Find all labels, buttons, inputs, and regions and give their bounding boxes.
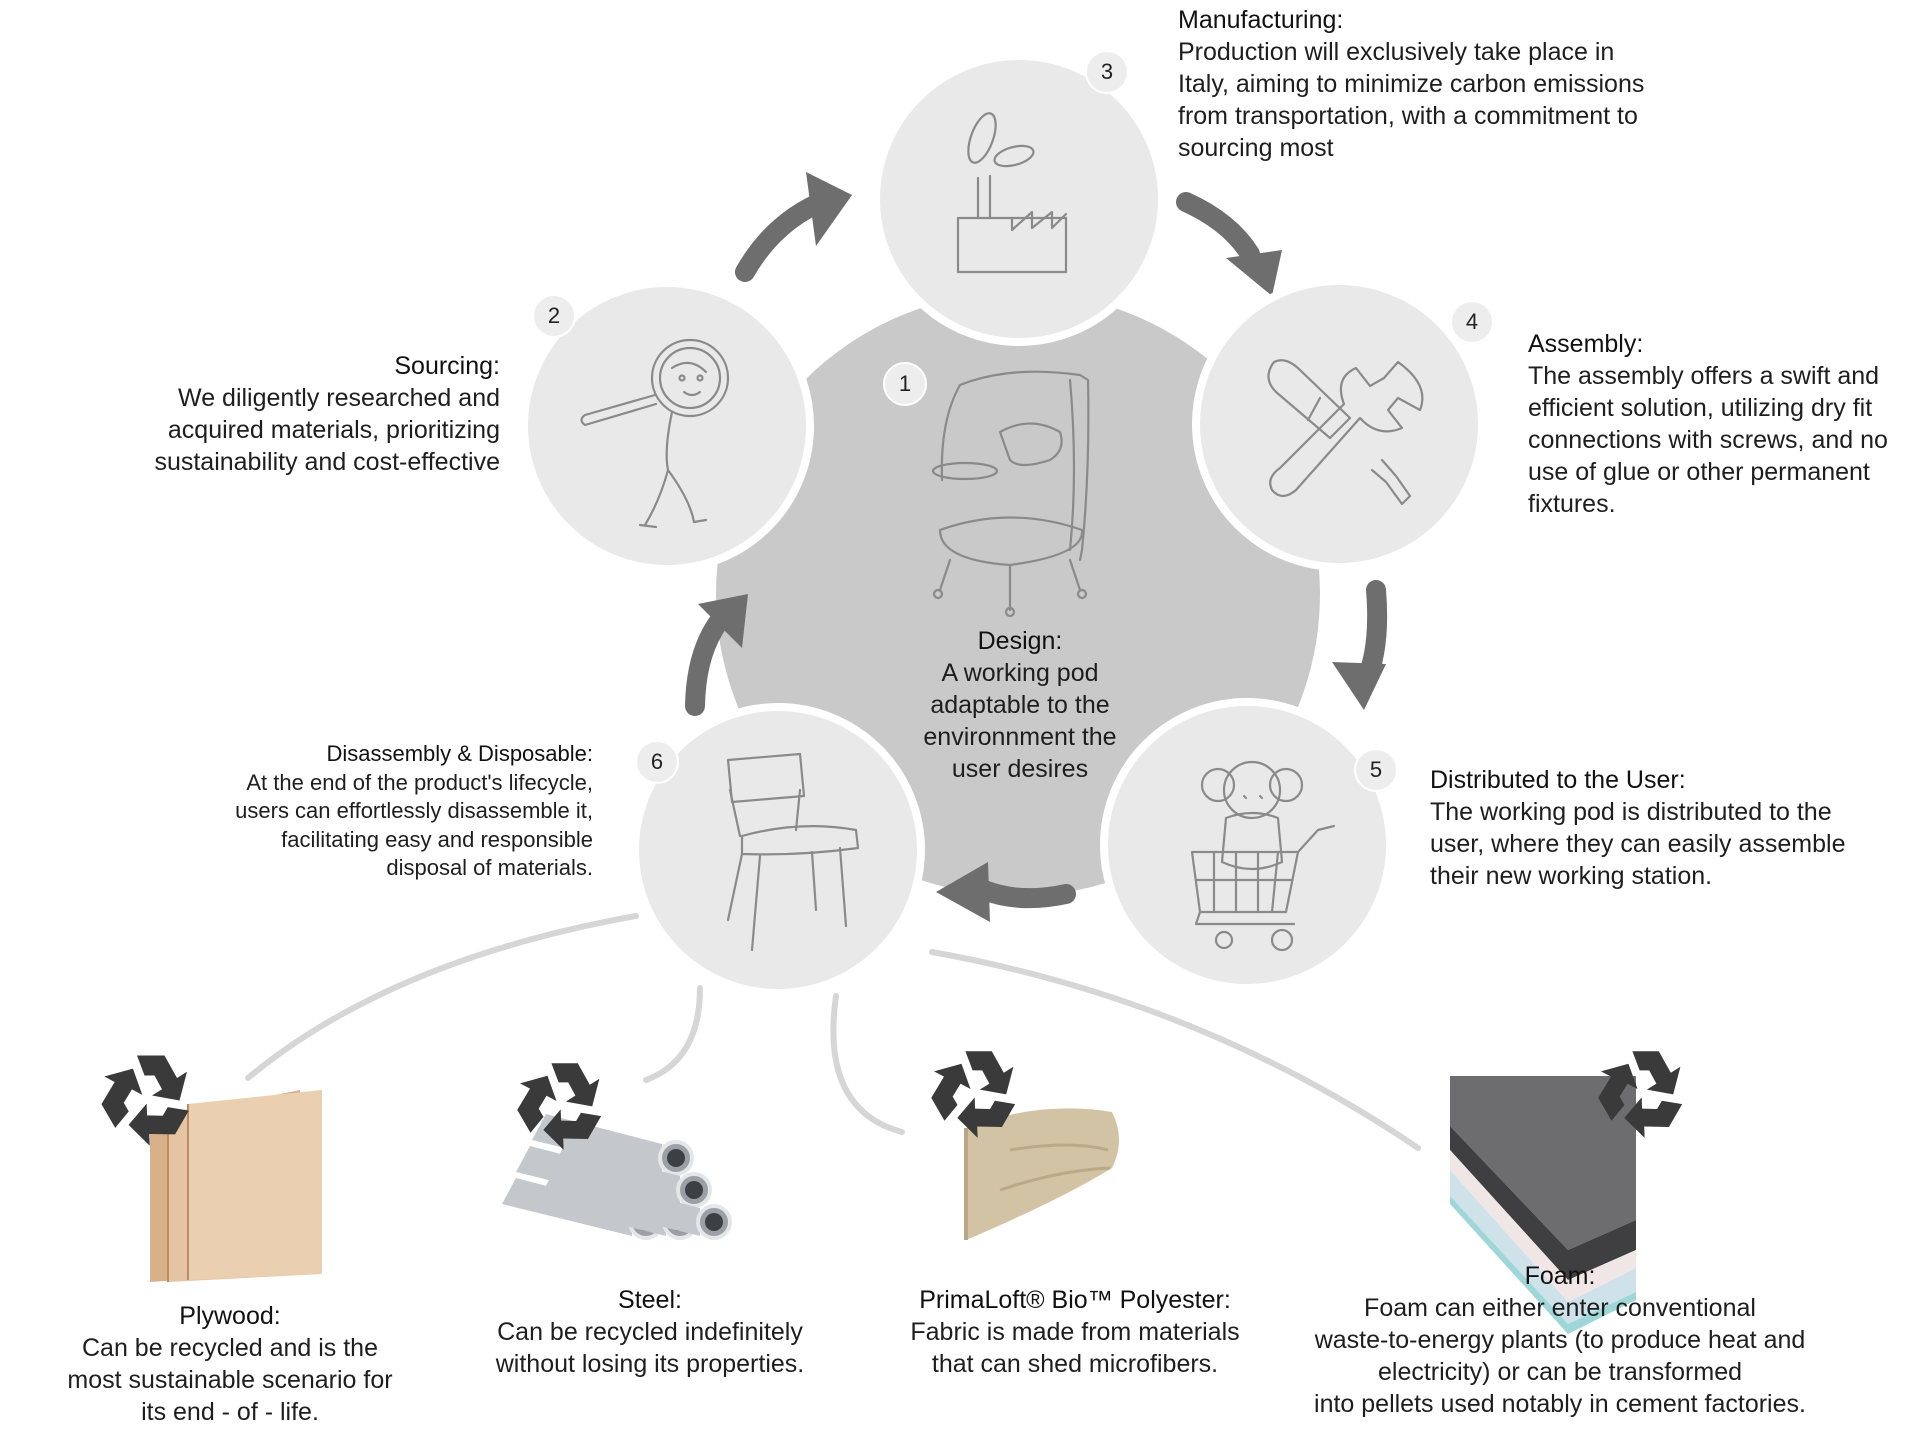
arrow-5-to-6 (936, 862, 1076, 922)
node-manufacturing (872, 52, 1166, 346)
steel-pipes-icon (502, 1114, 732, 1240)
material-connectors (245, 913, 1421, 1151)
steel-text: Steel: Can be recycled indefinitely with… (460, 1284, 840, 1380)
steel-pipe-hole (685, 1181, 703, 1199)
connector-foam (929, 949, 1421, 1151)
step-number-sourcing: 2 (532, 294, 576, 338)
sourcing-title: Sourcing: (394, 352, 500, 380)
steel-title: Steel: (618, 1286, 682, 1314)
arrow-2-to-3 (735, 172, 852, 282)
manufacturing-body: Production will exclusively take place i… (1178, 38, 1645, 162)
step-number-manufacturing: 3 (1085, 50, 1129, 94)
distribution-text: Distributed to the User: The working pod… (1430, 764, 1890, 892)
cycle-arrows (685, 172, 1388, 922)
distribution-body: The working pod is distributed to the us… (1430, 798, 1846, 890)
assembly-title: Assembly: (1528, 330, 1644, 358)
magnifier-person-icon (580, 338, 730, 529)
polyester-text: PrimaLoft® Bio™ Polyester: Fabric is mad… (860, 1284, 1290, 1380)
disassembly-text: Disassembly & Disposable: At the end of … (160, 740, 593, 883)
node-assembly (1192, 277, 1486, 571)
polyester-body: Fabric is made from materials that can s… (910, 1318, 1240, 1378)
plywood-text: Plywood: Can be recycled and is the most… (40, 1300, 420, 1428)
node-distribution (1100, 698, 1394, 992)
connector-plywood (245, 913, 639, 1081)
arrow-6-to-2 (685, 594, 748, 716)
manufacturing-text: Manufacturing: Production will exclusive… (1178, 4, 1698, 164)
design-body: A working pod adaptable to the environnm… (923, 659, 1117, 783)
step-number-design: 1 (883, 362, 927, 406)
plywood-body: Can be recycled and is the most sustaina… (67, 1334, 393, 1426)
steel-pipe-hole (667, 1149, 685, 1167)
node-disassembly (631, 703, 925, 997)
steel-pipe (570, 1178, 700, 1236)
armchair-icon (931, 370, 1090, 618)
factory-icon (956, 112, 1068, 274)
steel-pipe-hole (705, 1213, 723, 1231)
sourcing-text: Sourcing: We diligently researched and a… (90, 350, 500, 478)
foam-body: Foam can either enter conventional waste… (1314, 1294, 1806, 1418)
shopping-cart-icon (1190, 760, 1336, 952)
distribution-title: Distributed to the User: (1430, 766, 1686, 794)
foam-text: Foam: Foam can either enter conventional… (1290, 1260, 1830, 1420)
plywood-title: Plywood: (179, 1302, 281, 1330)
design-text: Design: A working pod adaptable to the e… (880, 625, 1160, 785)
assembly-text: Assembly: The assembly offers a swift an… (1528, 328, 1918, 520)
step-number-disassembly: 6 (635, 740, 679, 784)
fabric-icon (964, 1108, 1119, 1240)
arrow-4-to-5 (1332, 580, 1388, 710)
wrench-screwdriver-icon (1267, 359, 1424, 506)
foam-icon (1450, 1076, 1636, 1334)
plywood-icon (150, 1090, 322, 1282)
step-number-distribution: 5 (1354, 748, 1398, 792)
manufacturing-title: Manufacturing: (1178, 6, 1344, 34)
polyester-title: PrimaLoft® Bio™ Polyester: (919, 1286, 1231, 1314)
step-number-assembly: 4 (1450, 300, 1494, 344)
disassembly-title: Disassembly & Disposable: (326, 741, 593, 766)
steel-pipe (550, 1146, 680, 1204)
assembly-body: The assembly offers a swift and efficien… (1528, 362, 1888, 518)
foam-title: Foam: (1524, 1262, 1596, 1290)
disassembly-body: At the end of the product's lifecycle, u… (235, 769, 593, 881)
chair-icon (726, 752, 860, 952)
connector-steel (643, 985, 703, 1083)
design-title: Design: (977, 627, 1063, 655)
sourcing-body: We diligently researched and acquired ma… (154, 384, 500, 476)
steel-body: Can be recycled indefinitely without los… (495, 1318, 805, 1378)
arrow-3-to-4 (1176, 192, 1282, 296)
node-sourcing (520, 279, 814, 573)
connector-polyester (830, 993, 905, 1135)
